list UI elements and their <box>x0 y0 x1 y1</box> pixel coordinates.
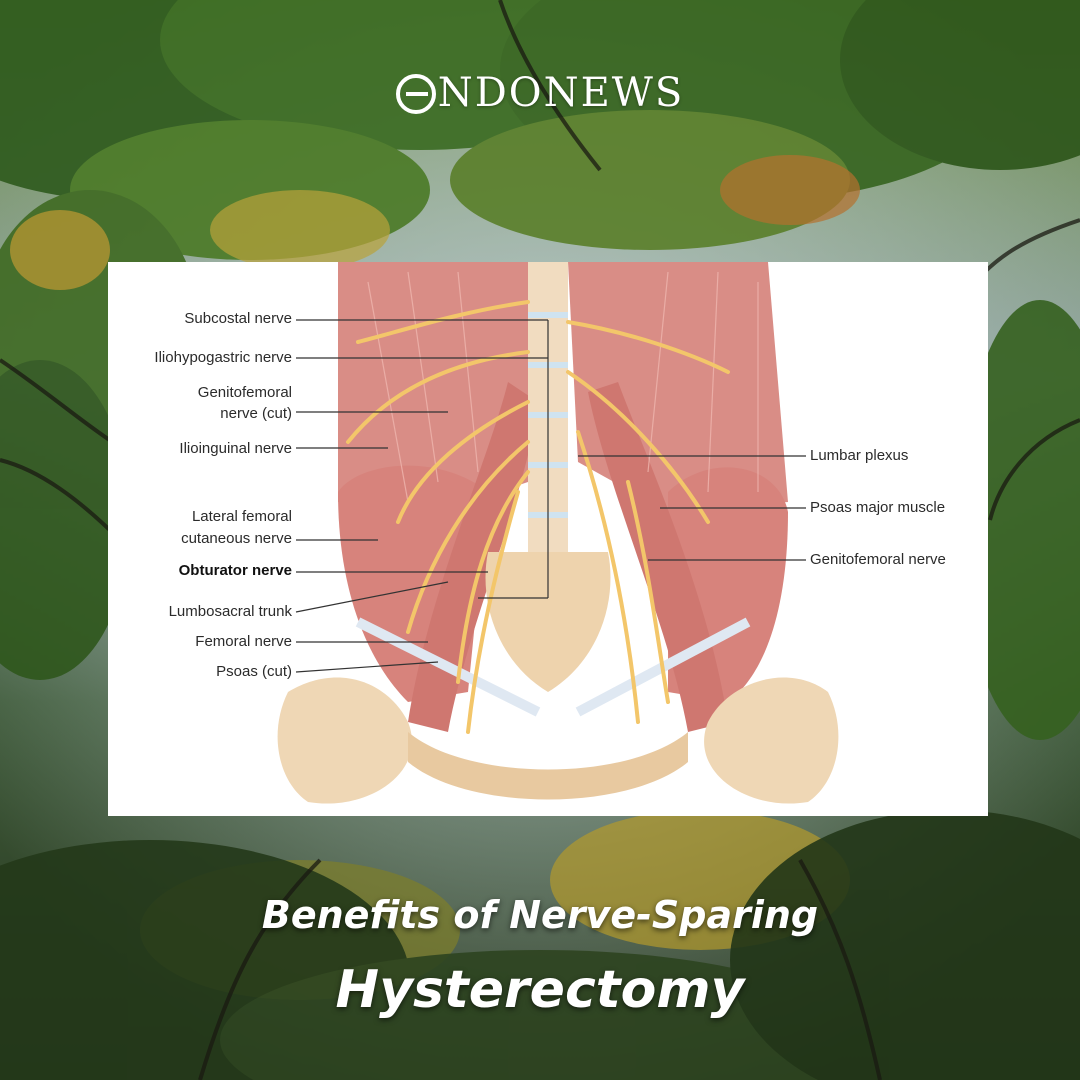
left-quadratus-muscle <box>338 262 528 522</box>
label-lumbosacral-trunk: Lumbosacral trunk <box>168 603 292 620</box>
logo-e-mark-icon <box>395 74 436 114</box>
brand-logo: NDONEWS <box>0 70 1080 116</box>
label-genitofemoral-cut-line1: Genitofemoral <box>197 384 292 401</box>
label-lateral-femoral-line1: Lateral femoral <box>191 508 292 525</box>
label-genitofemoral-cut-line2: nerve (cut) <box>220 405 292 422</box>
label-psoas-cut: Psoas (cut) <box>216 663 292 680</box>
right-psoas-muscle <box>588 382 728 732</box>
anatomy-illustration: Subcostal nerve Iliohypogastric nerve Ge… <box>108 262 988 816</box>
sacrum <box>485 552 611 692</box>
label-lateral-femoral-line2: cutaneous nerve <box>181 530 292 547</box>
logo-text: NDONEWS <box>437 70 685 116</box>
label-psoas-major-muscle: Psoas major muscle <box>810 499 946 516</box>
right-hip-bone <box>704 677 839 804</box>
label-femoral-nerve: Femoral nerve <box>195 633 292 650</box>
label-ilioinguinal-nerve: Ilioinguinal nerve <box>179 440 292 457</box>
label-subcostal-nerve: Subcostal nerve <box>184 310 292 327</box>
left-hip-bone <box>277 677 412 804</box>
headline-line-1: Benefits of Nerve-Sparing <box>261 893 819 937</box>
label-lumbar-plexus: Lumbar plexus <box>810 447 909 464</box>
label-obturator-nerve: Obturator nerve <box>178 562 292 579</box>
lumbar-nerve-anatomy-drawing <box>277 262 839 804</box>
label-genitofemoral-nerve: Genitofemoral nerve <box>810 551 946 568</box>
left-psoas-muscle <box>408 382 538 732</box>
label-iliohypogastric-nerve: Iliohypogastric nerve <box>154 349 292 366</box>
pubic-arch <box>408 732 688 800</box>
headline-line-2: Hysterectomy <box>335 960 745 1020</box>
